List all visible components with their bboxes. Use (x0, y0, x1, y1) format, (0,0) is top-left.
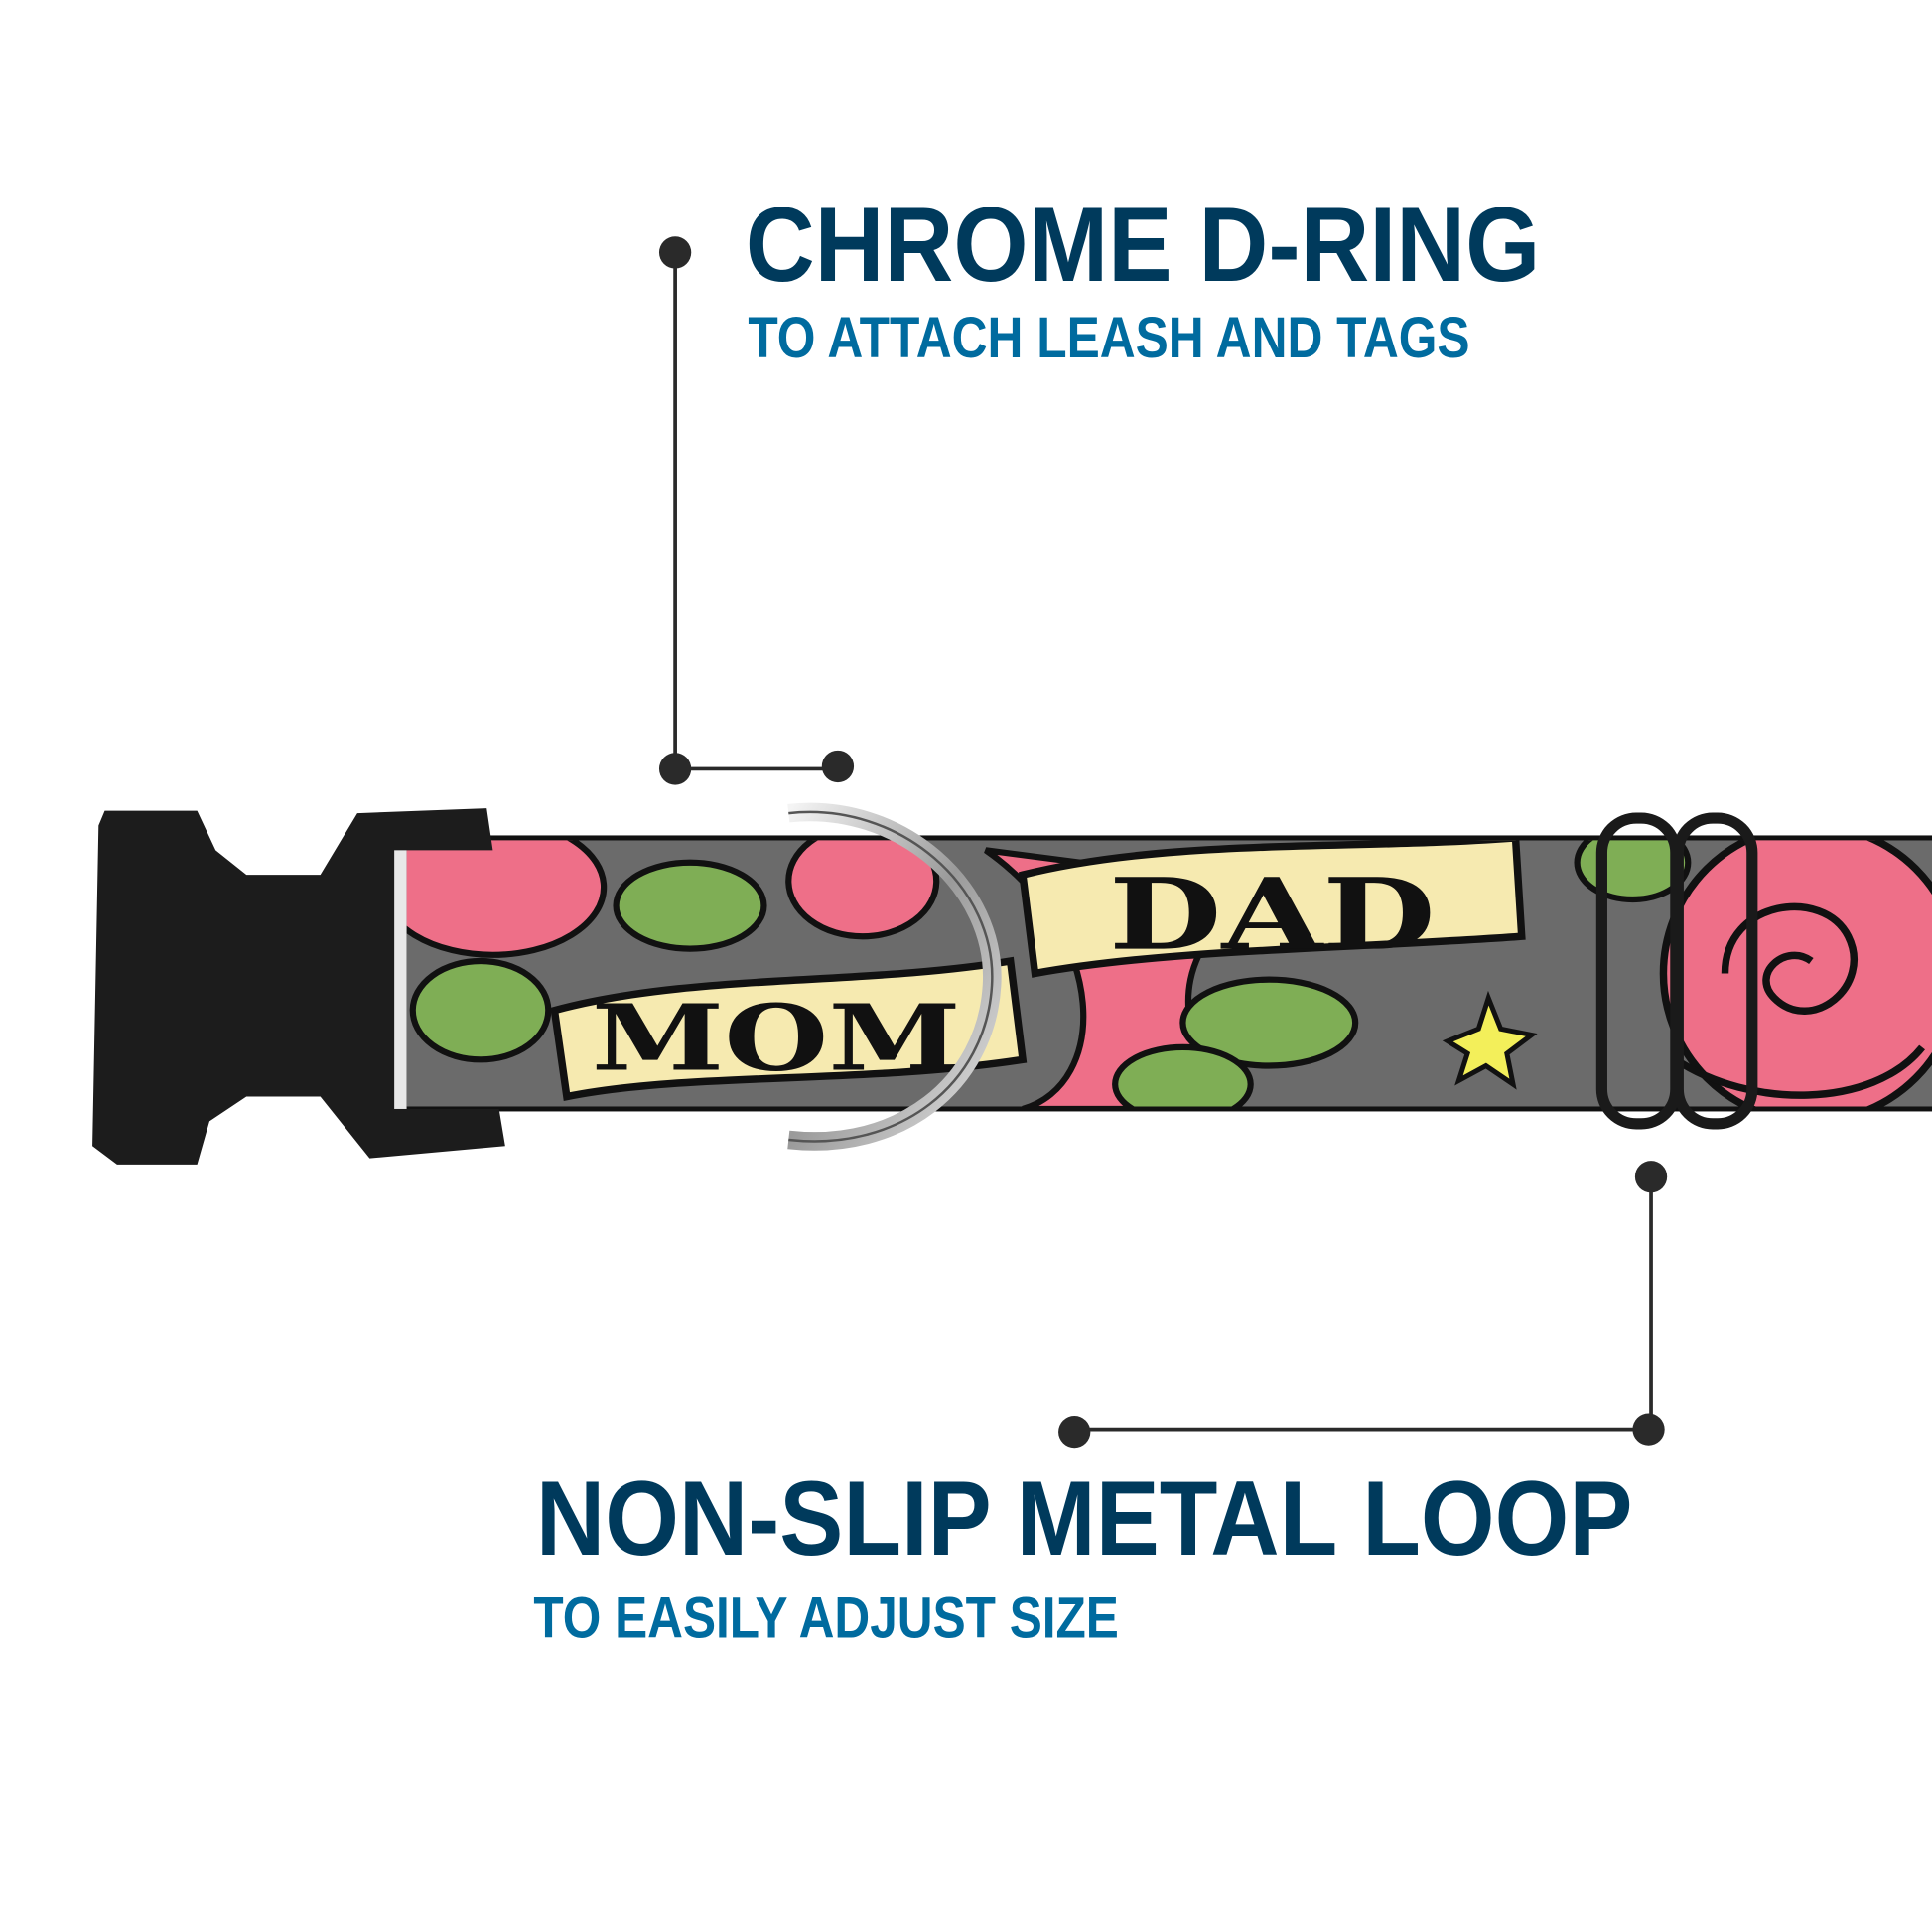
metal-loop (1595, 812, 1758, 1130)
loop-callout: NON-SLIP METAL LOOP TO EASILY ADJUST SIZ… (533, 1161, 1668, 1650)
loop-leader-line (1058, 1161, 1668, 1449)
d-ring-callout: CHROME D-RING TO ATTACH LEASH AND TAGS (658, 185, 1540, 785)
chrome-d-ring (787, 802, 1002, 1151)
loop-title: NON-SLIP METAL LOOP (536, 1458, 1633, 1578)
d-ring-leader-line (658, 236, 855, 785)
loop-subtitle: TO EASILY ADJUST SIZE (533, 1586, 1119, 1650)
dad-banner-text: DAD (1109, 858, 1436, 973)
d-ring-subtitle: TO ATTACH LEASH AND TAGS (748, 306, 1469, 370)
d-ring-title: CHROME D-RING (746, 185, 1540, 304)
buckle (92, 808, 505, 1165)
collar-webbing: MOM DAD (400, 835, 1932, 1112)
mom-banner-text: MOM (592, 984, 961, 1091)
